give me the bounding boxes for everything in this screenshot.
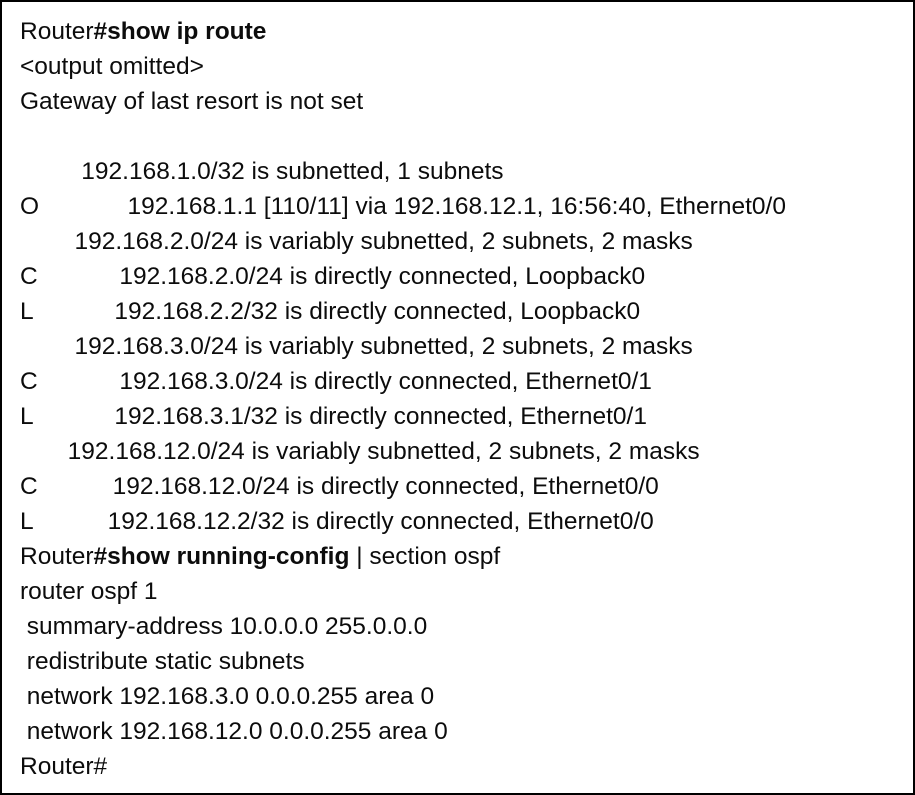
output-text: Gateway of last resort is not set <box>20 88 364 115</box>
output-text: L 192.168.3.1/32 is directly connected, … <box>20 403 647 430</box>
output-text: <output omitted> <box>20 53 204 80</box>
output-text: C 192.168.3.0/24 is directly connected, … <box>20 368 652 395</box>
output-text: | section ospf <box>349 543 501 570</box>
output-text: summary-address 10.0.0.0 255.0.0.0 <box>20 613 428 640</box>
config-router-ospf-1: router ospf 1 <box>20 574 909 609</box>
output-text: 192.168.12.0/24 is variably subnetted, 2… <box>20 438 700 465</box>
output-text: C 192.168.2.0/24 is directly connected, … <box>20 263 646 290</box>
output-omitted: <output omitted> <box>20 49 909 84</box>
config-summary-address: summary-address 10.0.0.0 255.0.0.0 <box>20 609 909 644</box>
output-text: router ospf 1 <box>20 578 158 605</box>
gateway-of-last-resort: Gateway of last resort is not set <box>20 84 909 119</box>
route-c-192-168-2-0: C 192.168.2.0/24 is directly connected, … <box>20 259 909 294</box>
output-text: C 192.168.12.0/24 is directly connected,… <box>20 473 659 500</box>
output-text: Router <box>20 543 94 570</box>
config-redistribute-static: redistribute static subnets <box>20 644 909 679</box>
command-text: #show running-config <box>93 543 350 570</box>
route-l-192-168-3-1: L 192.168.3.1/32 is directly connected, … <box>20 399 909 434</box>
output-text: network 192.168.3.0 0.0.0.255 area 0 <box>20 683 435 710</box>
output-text: O 192.168.1.1 [110/11] via 192.168.12.1,… <box>20 193 786 220</box>
cmd-show-running-config: Router#show running-config | section osp… <box>20 539 909 574</box>
subnet-header-192-168-1-0: 192.168.1.0/32 is subnetted, 1 subnets <box>20 154 909 189</box>
output-text: L 192.168.12.2/32 is directly connected,… <box>20 508 654 535</box>
output-text: 192.168.2.0/24 is variably subnetted, 2 … <box>20 228 693 255</box>
route-c-192-168-12-0: C 192.168.12.0/24 is directly connected,… <box>20 469 909 504</box>
output-text: 192.168.3.0/24 is variably subnetted, 2 … <box>20 333 693 360</box>
config-network-192-168-3-0: network 192.168.3.0 0.0.0.255 area 0 <box>20 679 909 714</box>
output-text: Router# <box>20 753 108 780</box>
route-l-192-168-12-2: L 192.168.12.2/32 is directly connected,… <box>20 504 909 539</box>
config-network-192-168-12-0: network 192.168.12.0 0.0.0.255 area 0 <box>20 714 909 749</box>
terminal-transcript: Router#show ip route<output omitted>Gate… <box>20 14 909 784</box>
route-o-192-168-1-1: O 192.168.1.1 [110/11] via 192.168.12.1,… <box>20 189 909 224</box>
output-text: redistribute static subnets <box>20 648 305 675</box>
subnet-header-192-168-12-0: 192.168.12.0/24 is variably subnetted, 2… <box>20 434 909 469</box>
output-text: network 192.168.12.0 0.0.0.255 area 0 <box>20 718 448 745</box>
prompt-final: Router# <box>20 749 909 784</box>
output-text: L 192.168.2.2/32 is directly connected, … <box>20 298 641 325</box>
route-c-192-168-3-0: C 192.168.3.0/24 is directly connected, … <box>20 364 909 399</box>
command-text: #show ip route <box>93 18 267 45</box>
output-text: Router <box>20 18 94 45</box>
cmd-show-ip-route: Router#show ip route <box>20 14 909 49</box>
subnet-header-192-168-3-0: 192.168.3.0/24 is variably subnetted, 2 … <box>20 329 909 364</box>
blank-1 <box>20 119 909 154</box>
route-l-192-168-2-2: L 192.168.2.2/32 is directly connected, … <box>20 294 909 329</box>
output-text: 192.168.1.0/32 is subnetted, 1 subnets <box>20 158 504 185</box>
subnet-header-192-168-2-0: 192.168.2.0/24 is variably subnetted, 2 … <box>20 224 909 259</box>
